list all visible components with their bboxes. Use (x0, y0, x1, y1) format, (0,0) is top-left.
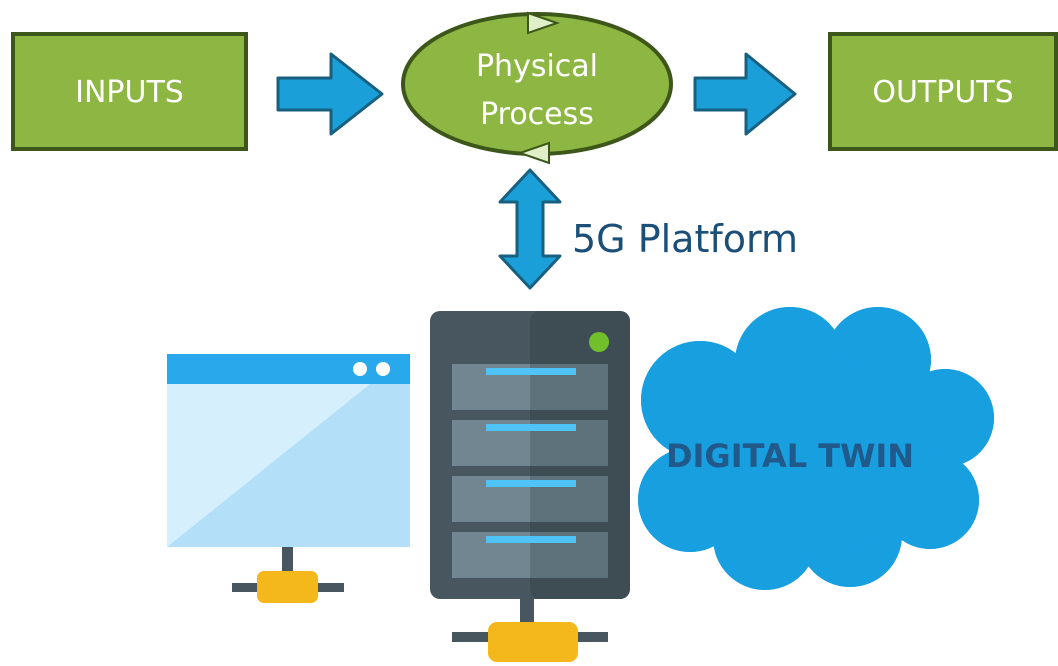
server-drive-2-led (486, 424, 576, 431)
window-dot-2-icon (376, 362, 390, 376)
arrow-process-to-outputs (693, 52, 797, 136)
process-ellipse (401, 12, 673, 156)
window-highlight (167, 384, 370, 547)
physical-process-node: Physical Process (401, 11, 673, 165)
server-icon (430, 311, 630, 662)
window-title-bar (167, 354, 410, 384)
window-dot-1-icon (353, 362, 367, 376)
cycle-arrowhead-bottom-icon (516, 141, 550, 165)
inputs-box (11, 32, 248, 151)
server-connector-hub-icon (488, 622, 578, 662)
digital-twin-cloud-icon: DIGITAL TWIN (632, 301, 1000, 596)
arrow-inputs-to-process (276, 52, 384, 136)
bidirectional-5g-arrow (498, 168, 562, 290)
inputs-label: INPUTS (75, 75, 184, 110)
inputs-node: INPUTS (11, 32, 248, 151)
window-connector-stem (282, 547, 293, 581)
process-label-line1: Physical (476, 49, 598, 84)
platform-label: 5G Platform (572, 217, 798, 261)
server-connector-stem (520, 599, 534, 625)
server-status-light-icon (589, 332, 609, 352)
server-drive-3-led (486, 480, 576, 487)
browser-window-icon (167, 354, 410, 603)
digital-twin-label: DIGITAL TWIN (666, 437, 914, 475)
outputs-node: OUTPUTS (828, 32, 1058, 151)
outputs-label: OUTPUTS (872, 75, 1013, 110)
server-drive-1-led (486, 368, 576, 375)
cycle-arrowhead-top-icon (527, 11, 561, 35)
process-label-line2: Process (480, 97, 594, 132)
server-drive-4-led (486, 536, 576, 543)
outputs-box (828, 32, 1058, 151)
window-connector-hub-icon (257, 571, 318, 603)
